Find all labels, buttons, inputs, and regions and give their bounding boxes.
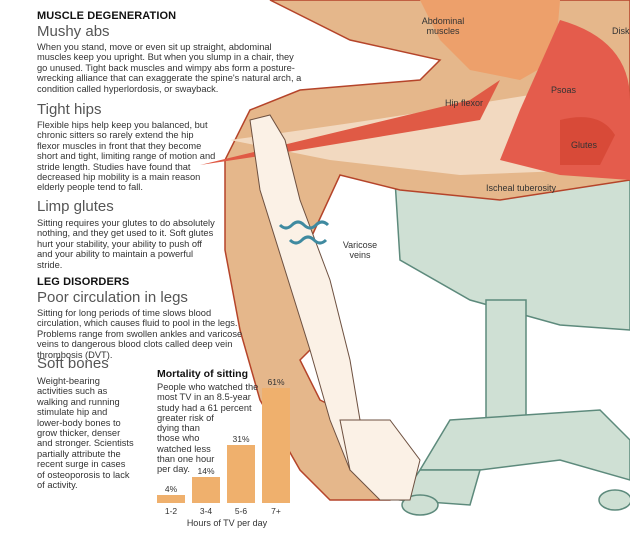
label-abdominal-muscles: Abdominal muscles bbox=[421, 16, 465, 36]
bar-value-label: 61% bbox=[267, 377, 285, 387]
label-glutes: Glutes bbox=[571, 140, 598, 150]
bar-value-label: 14% bbox=[197, 465, 215, 476]
mushy-abs-text: When you stand, move or even sit up stra… bbox=[37, 42, 302, 94]
subheading-soft-bones: Soft bones bbox=[37, 355, 109, 372]
soft-bones-text: Weight-bearing activities such as walkin… bbox=[37, 376, 134, 491]
label-hip-flexor: Hip flexor bbox=[445, 98, 484, 108]
tight-hips-text: Flexible hips help keep you balanced, bu… bbox=[37, 120, 216, 193]
section-heading-muscle-degeneration: MUSCLE DEGENERATION bbox=[37, 10, 177, 22]
chart-description: People who watched the most TV in an 8.5… bbox=[157, 382, 259, 475]
poor-circulation-text: Sitting for long periods of time slows b… bbox=[37, 308, 243, 360]
x-tick-label: 7+ bbox=[271, 506, 281, 516]
chart-description-block: People who watched the most TV in an 8.5… bbox=[157, 382, 260, 503]
bar-value-label: 31% bbox=[232, 433, 250, 444]
chart-title: Mortality of sitting bbox=[157, 368, 248, 380]
x-tick-label: 1-2 bbox=[164, 506, 178, 516]
bar-value-label: 4% bbox=[164, 484, 178, 495]
subheading-tight-hips: Tight hips bbox=[37, 101, 102, 118]
subheading-mushy-abs: Mushy abs bbox=[37, 23, 110, 40]
label-varicose-veins: Varicose veins bbox=[342, 240, 378, 260]
subheading-poor-circulation: Poor circulation in legs bbox=[37, 289, 188, 306]
chair-illustration bbox=[394, 177, 630, 516]
limp-glutes-text: Sitting requires your glutes to do absol… bbox=[37, 218, 215, 270]
bar-7+ bbox=[262, 388, 290, 503]
subheading-limp-glutes: Limp glutes bbox=[37, 198, 114, 215]
label-disks: Disks bbox=[612, 26, 630, 36]
x-tick-label: 5-6 bbox=[234, 506, 248, 516]
label-ischeal-tuberosity: Ischeal tuberosity bbox=[486, 183, 557, 193]
section-heading-leg-disorders: LEG DISORDERS bbox=[37, 276, 130, 288]
body-illustration bbox=[200, 0, 630, 501]
bar-3-4 bbox=[192, 476, 220, 503]
bar-1-2 bbox=[157, 495, 185, 503]
x-tick-label: 3-4 bbox=[199, 506, 213, 516]
bar-5-6 bbox=[227, 444, 255, 503]
chart-x-axis-title: Hours of TV per day bbox=[186, 518, 268, 528]
label-psoas: Psoas bbox=[551, 85, 577, 95]
